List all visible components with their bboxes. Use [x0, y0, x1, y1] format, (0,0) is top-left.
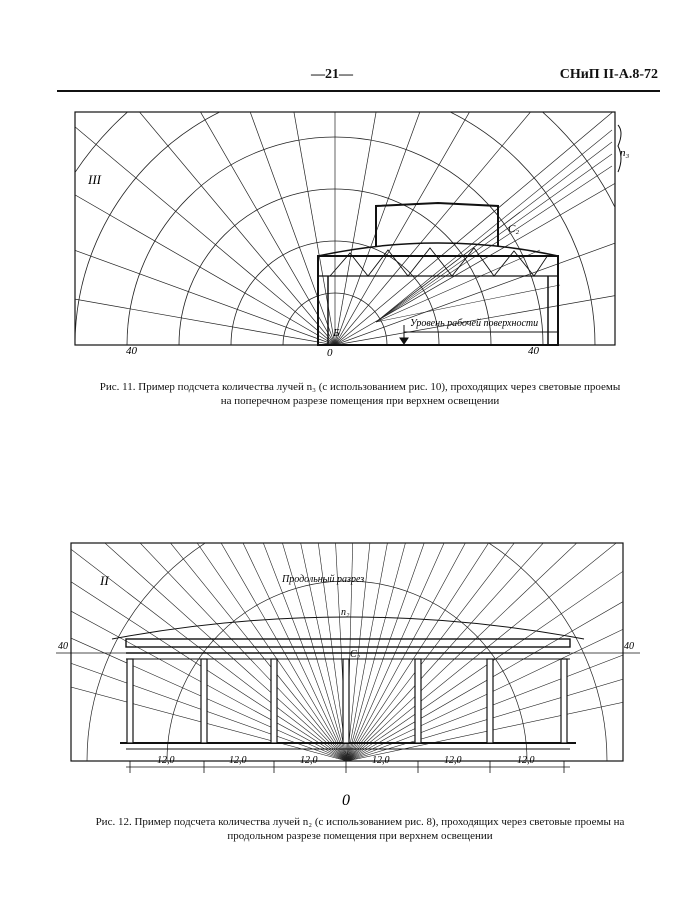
arc-line: [75, 112, 596, 345]
arc-line: [75, 112, 615, 209]
figure-11-caption: Рис. 11. Пример подсчета количества луче…: [99, 381, 621, 407]
ray-line: [346, 543, 544, 761]
figure-12-caption: Рис. 12. Пример подсчета количества луче…: [95, 816, 625, 842]
light-ray: [375, 211, 521, 323]
building-cross-section: [317, 201, 559, 346]
ray-line: [334, 112, 470, 345]
ray-line: [346, 678, 623, 761]
bay-dimension-label: 12,0: [517, 755, 535, 766]
ray-line: [346, 629, 623, 761]
left-scale-label: 40: [58, 641, 68, 652]
ray-line: [75, 249, 336, 345]
ray-line: [334, 112, 531, 345]
column: [414, 658, 422, 744]
zone-label-ii: II: [99, 573, 109, 588]
point-c-label: C₂: [350, 649, 361, 660]
bay-dimension-label: 12,0: [300, 755, 318, 766]
ray-line: [262, 543, 348, 761]
light-ray: [375, 153, 613, 323]
ray-line: [334, 182, 615, 345]
ray-line: [293, 112, 336, 345]
origin-label: 0: [327, 347, 333, 359]
light-ray: [375, 249, 541, 323]
figure-11-drawing: III n₃ C₂ Б 0 40 40 Уровень рабочей пове…: [74, 111, 630, 359]
ray-line: [346, 543, 388, 761]
ray-line: [249, 112, 336, 345]
ray-line: [200, 112, 336, 345]
column: [200, 658, 208, 744]
ray-line: [75, 194, 336, 345]
ray-line: [334, 295, 615, 345]
ray-line: [242, 543, 348, 761]
ray-line: [317, 543, 348, 761]
right-scale-label: 40: [624, 641, 634, 652]
column: [342, 658, 350, 744]
light-ray: [375, 165, 613, 323]
light-ray: [375, 129, 613, 323]
ray-count-label: n₃: [620, 147, 630, 159]
bay-dimension-label: 12,0: [229, 755, 247, 766]
ray-line: [75, 298, 336, 345]
arc-line: [86, 543, 608, 761]
column: [126, 658, 134, 744]
ray-count-label: n₂: [341, 607, 350, 618]
ray-line: [346, 543, 578, 761]
ray-line: [139, 112, 336, 345]
page-number: —21—: [311, 67, 353, 82]
bay-dimension-label: 12,0: [372, 755, 390, 766]
ray-line: [282, 543, 348, 761]
ray-line: [71, 610, 348, 761]
figure-12-drawing: II Продольный разрез n₂ C₂ 40 40 12,0 12,…: [56, 542, 640, 809]
light-ray: [375, 284, 561, 323]
zone-label-iii: III: [87, 172, 102, 187]
ray-line: [346, 702, 623, 761]
ray-line: [71, 662, 348, 761]
ray-line: [71, 548, 348, 761]
ray-line: [334, 242, 615, 345]
column: [560, 658, 568, 744]
point-c-label: C₂: [508, 223, 519, 235]
building-longitudinal-section: [56, 616, 640, 773]
origin-label: 0: [342, 792, 350, 809]
ray-line: [346, 543, 406, 761]
ray-line: [334, 112, 614, 345]
ray-line: [71, 581, 348, 761]
ray-line: [346, 654, 623, 761]
ray-line: [346, 601, 623, 761]
section-title: Продольный разрез: [281, 574, 364, 585]
ray-line: [139, 543, 348, 761]
ray-line: [104, 543, 348, 761]
left-scale-label: 40: [126, 345, 138, 357]
ray-line: [346, 543, 354, 761]
ray-line: [346, 543, 425, 761]
document-code: СНиП II-А.8-72: [559, 67, 658, 82]
ray-line: [346, 543, 617, 761]
ray-line: [71, 686, 348, 761]
ray-line: [346, 543, 489, 761]
bay-dimension-label: 12,0: [157, 755, 175, 766]
bay-dimension-label: 12,0: [444, 755, 462, 766]
ray-line: [335, 543, 348, 761]
column: [270, 658, 278, 744]
arc-line: [166, 580, 528, 761]
working-surface-label: Уровень рабочей поверхности: [410, 318, 538, 329]
column: [486, 658, 494, 744]
right-scale-label: 40: [528, 345, 540, 357]
ray-line: [75, 126, 336, 345]
ray-line: [71, 637, 348, 761]
ray-line: [220, 543, 348, 761]
ray-line: [334, 112, 421, 345]
ray-line: [346, 543, 466, 761]
ray-line: [334, 112, 377, 345]
ray-line: [196, 543, 348, 761]
header-rule: [57, 90, 660, 92]
ray-line: [346, 543, 445, 761]
ray-line: [346, 570, 623, 761]
ray-line: [346, 543, 371, 761]
point-b-label: Б: [332, 327, 340, 339]
